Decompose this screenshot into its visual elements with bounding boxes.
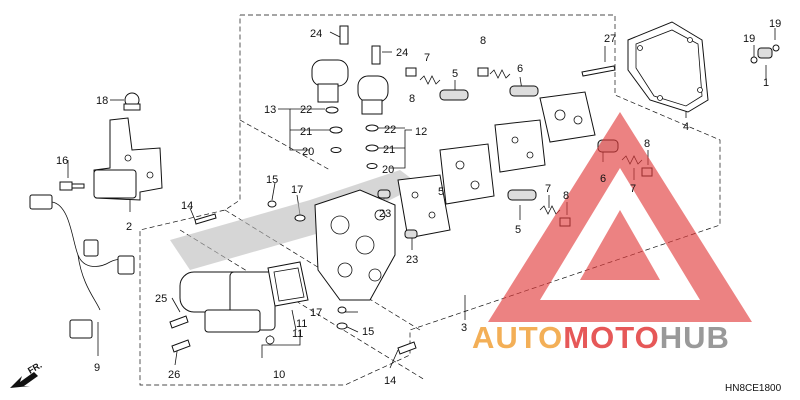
callout-label: 6 <box>517 63 523 75</box>
callout-label: 19 <box>743 33 755 45</box>
shift-solenoid-a <box>311 59 349 103</box>
callout-label: 8 <box>409 93 415 105</box>
callout-label: 20 <box>302 146 314 158</box>
callout-label: 5 <box>515 224 521 236</box>
bolts <box>59 25 616 355</box>
callout-label: 22 <box>300 104 312 116</box>
callout-label: 21 <box>383 144 395 156</box>
top-cover <box>627 21 709 113</box>
callout-label: 6 <box>600 173 606 185</box>
callout-label: 23 <box>406 254 418 266</box>
callout-label: 17 <box>310 307 322 319</box>
direction-label: FR. <box>26 360 44 376</box>
main-valve-body <box>314 189 396 301</box>
callout-label: 26 <box>168 369 180 381</box>
callout-label: 19 <box>769 18 781 30</box>
callout-labels: 1 2 3 4 5 5 5 6 6 7 7 7 8 8 8 8 9 10 11 … <box>56 18 781 387</box>
clip-part <box>123 92 141 111</box>
callout-label: 7 <box>630 183 636 195</box>
callout-label: 11 <box>292 328 303 340</box>
callout-label: 1 <box>763 77 769 89</box>
callout-label: 7 <box>545 183 551 195</box>
callout-label: 18 <box>96 95 108 107</box>
watermark-logo: AUTOMOTOHUB <box>472 112 752 355</box>
callout-label: 21 <box>300 126 312 138</box>
direction-indicator: FR. <box>10 360 44 388</box>
callout-label: 22 <box>384 124 396 136</box>
callout-label: 5 <box>438 186 444 198</box>
svg-text:AUTOMOTOHUB: AUTOMOTOHUB <box>472 320 730 355</box>
callout-label: 8 <box>563 190 569 202</box>
callout-label: 27 <box>604 33 616 45</box>
triangle-a-logo-icon <box>488 112 752 322</box>
callout-label: 10 <box>273 369 285 381</box>
callout-label: 24 <box>310 28 322 40</box>
callout-label: 13 <box>264 104 276 116</box>
callout-label: 12 <box>415 126 427 138</box>
watermark-part1: AUTO <box>472 320 563 355</box>
separator-plate-a <box>397 174 451 239</box>
callout-label: 4 <box>683 121 689 133</box>
arrow-down-left-icon <box>10 372 38 388</box>
callout-label: 15 <box>362 326 374 338</box>
callout-label: 25 <box>155 293 167 305</box>
diagram-code: HN8CE1800 <box>725 383 782 394</box>
separator-plate-b <box>439 143 495 205</box>
callout-label: 15 <box>266 174 278 186</box>
callout-label: 8 <box>644 138 650 150</box>
callout-label: 20 <box>382 164 394 176</box>
callout-label: 7 <box>424 52 430 64</box>
wire-harness <box>29 194 135 339</box>
bracket-cover <box>93 117 163 201</box>
callout-label: 2 <box>126 221 132 233</box>
callout-label: 9 <box>94 362 100 374</box>
callout-label: 14 <box>384 375 396 387</box>
linear-solenoid <box>179 271 276 345</box>
callout-label: 17 <box>291 184 303 196</box>
watermark-part3: HUB <box>660 320 730 355</box>
gasket-11 <box>267 261 309 307</box>
callout-label: 8 <box>480 35 486 47</box>
callout-label: 24 <box>396 47 408 59</box>
callout-label: 5 <box>452 68 458 80</box>
callout-label: 14 <box>181 200 193 212</box>
watermark-part2: MOTO <box>563 320 659 355</box>
callout-label: 3 <box>461 322 467 334</box>
callout-label: 23 <box>379 208 391 220</box>
callout-label: 11 <box>296 318 307 330</box>
shift-solenoid-b <box>357 75 389 115</box>
callout-label: 16 <box>56 155 68 167</box>
separator-plate-c <box>494 119 546 173</box>
servo-body <box>539 91 596 143</box>
